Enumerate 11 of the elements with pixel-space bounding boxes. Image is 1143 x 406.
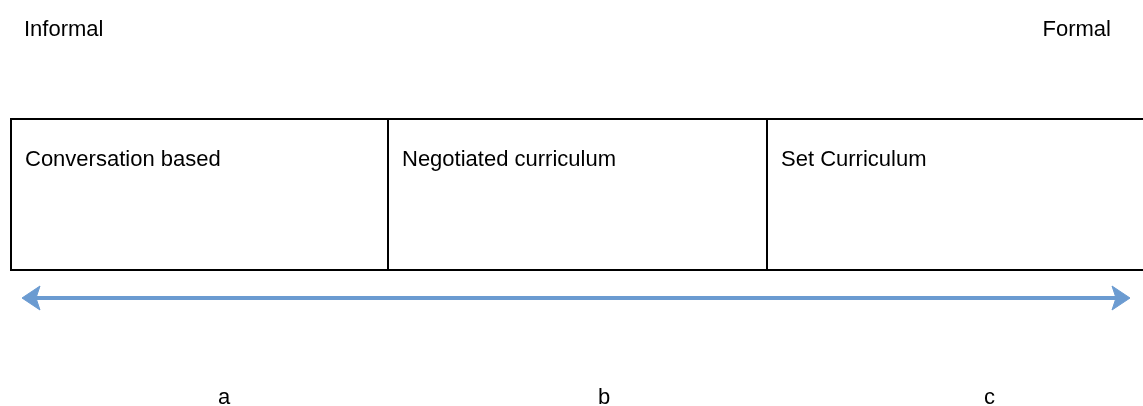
scale-label: a <box>218 383 231 406</box>
box-text: Negotiated curriculum <box>402 145 617 173</box>
scale-label: Formal <box>1042 15 1111 43</box>
box-text: Set Curriculum <box>781 145 928 173</box>
scale-label: b <box>598 383 611 406</box>
box-text: Conversation based <box>25 145 222 173</box>
scale-label: Informal <box>24 15 104 43</box>
category-box <box>768 118 1143 271</box>
category-box <box>10 118 389 271</box>
category-box <box>389 118 768 271</box>
scale-label: c <box>984 383 995 406</box>
